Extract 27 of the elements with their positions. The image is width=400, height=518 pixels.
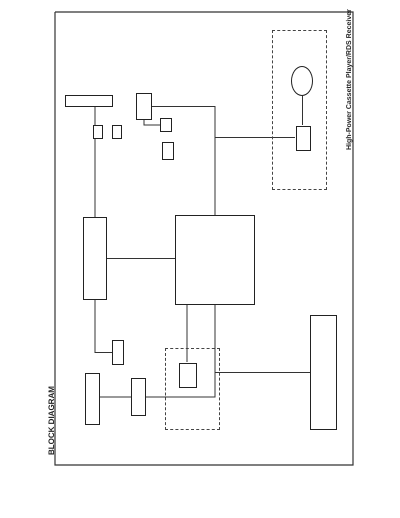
block-box — [175, 215, 255, 305]
block-box — [160, 118, 172, 132]
dashed-section — [272, 30, 327, 190]
connector-line — [94, 300, 112, 353]
block-box — [310, 315, 337, 430]
connector-line — [106, 258, 176, 259]
connector-line — [186, 304, 188, 362]
block-box — [65, 95, 113, 107]
block-box — [85, 373, 100, 425]
block-box — [83, 217, 107, 300]
block-box — [112, 340, 124, 365]
block-box — [93, 125, 103, 139]
block-box — [131, 378, 146, 416]
diagram-title: BLOCK DIAGRAM — [47, 386, 56, 455]
connector-line — [146, 304, 216, 398]
block-box — [112, 125, 122, 139]
block-box — [179, 363, 197, 388]
block-box — [136, 93, 152, 120]
connector-line — [100, 396, 132, 398]
connector-line — [144, 120, 160, 126]
connector-line — [214, 137, 296, 216]
connector-line — [302, 94, 303, 126]
circle-node — [291, 66, 313, 96]
block-box — [296, 126, 311, 151]
dashed-section — [165, 348, 220, 430]
connector-line — [94, 106, 96, 218]
block-box — [162, 142, 174, 160]
